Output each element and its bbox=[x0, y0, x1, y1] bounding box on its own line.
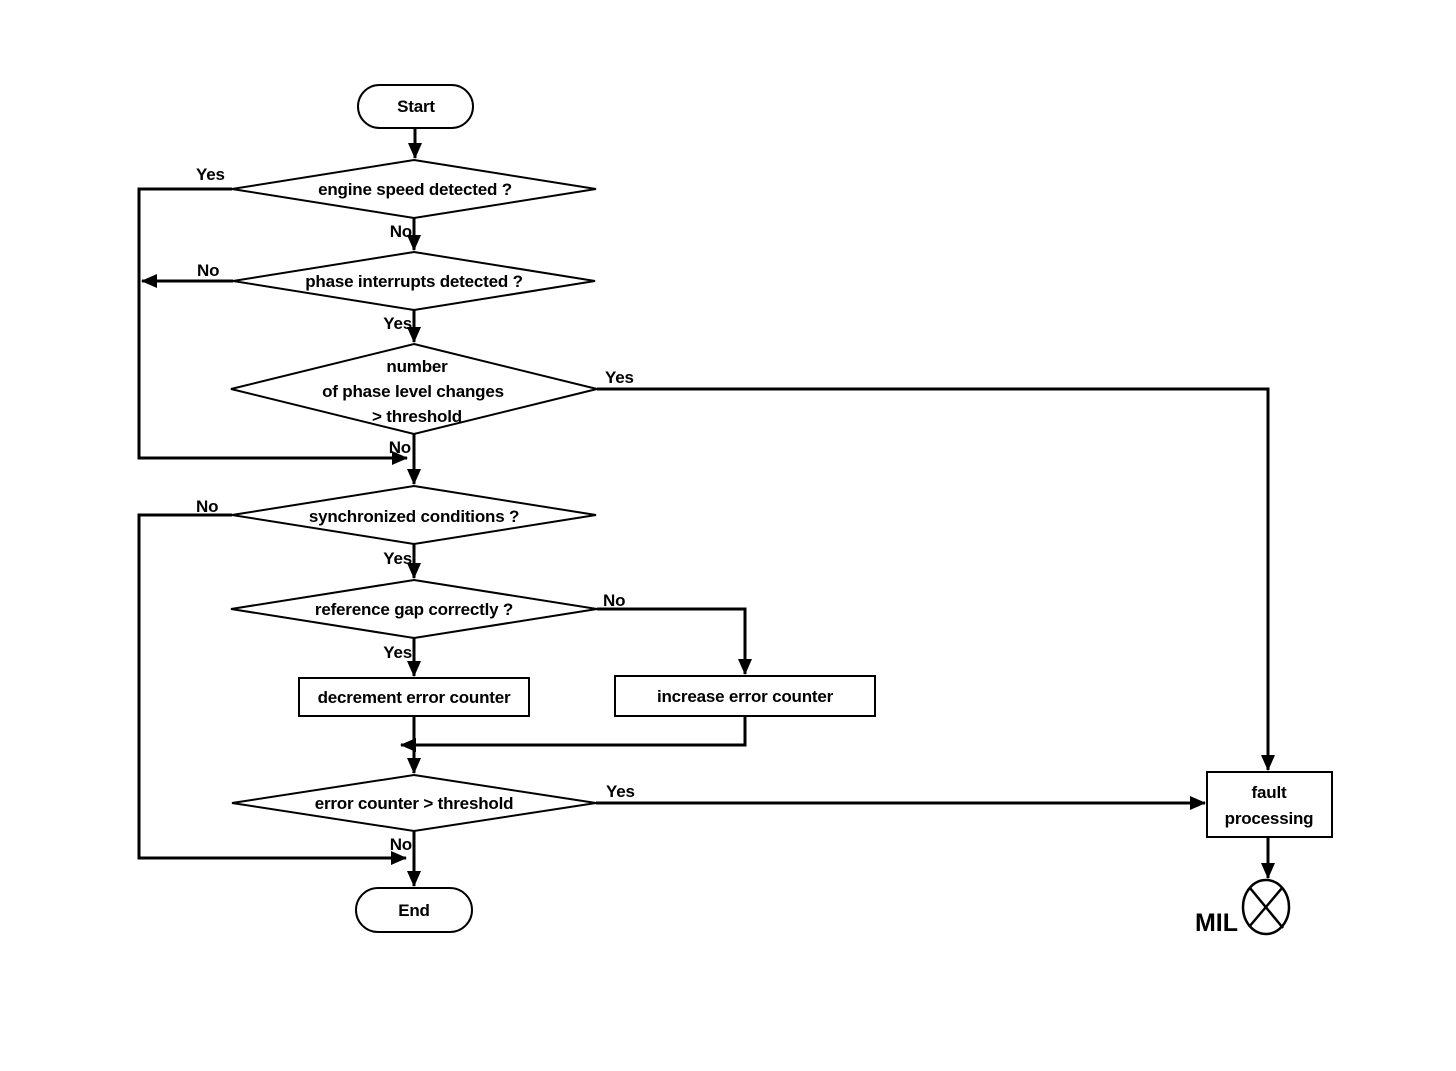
label-error-counter-no: No bbox=[390, 835, 412, 854]
edge-synchronized-no-loop bbox=[137, 513, 407, 865]
decision-reference-gap bbox=[230, 578, 598, 640]
fault-processing-label-line2: processing bbox=[1225, 809, 1314, 828]
decrement-counter-label: decrement error counter bbox=[318, 688, 511, 707]
label-phase-level-changes-no: No bbox=[389, 438, 411, 457]
edge-phase-level-changes-yes bbox=[597, 387, 1275, 771]
edge-increase-merge bbox=[400, 716, 747, 752]
label-error-counter-yes: Yes bbox=[606, 782, 635, 801]
increase-counter-label: increase error counter bbox=[657, 687, 834, 706]
process-decrement-counter bbox=[298, 677, 530, 717]
start-label: Start bbox=[397, 97, 435, 116]
decision-phase-interrupts bbox=[232, 250, 596, 312]
label-engine-speed-yes: Yes bbox=[196, 165, 225, 184]
phase-interrupts-label: phase interrupts detected ? bbox=[305, 272, 523, 291]
reference-gap-label: reference gap correctly ? bbox=[315, 600, 513, 619]
edge-reference-gap-no bbox=[597, 607, 752, 675]
decision-phase-level-changes bbox=[230, 342, 598, 436]
label-phase-interrupts-yes: Yes bbox=[383, 314, 412, 333]
start-terminator bbox=[357, 84, 474, 129]
end-label: End bbox=[398, 901, 430, 920]
process-increase-counter bbox=[614, 675, 876, 717]
process-fault-processing bbox=[1206, 771, 1333, 838]
label-reference-gap-yes: Yes bbox=[383, 643, 412, 662]
label-phase-interrupts-no: No bbox=[197, 261, 219, 280]
label-synchronized-yes: Yes bbox=[383, 549, 412, 568]
edge-engine-speed-yes-loop bbox=[137, 187, 408, 465]
phase-level-changes-label-line2: of phase level changes bbox=[322, 382, 504, 401]
engine-speed-label: engine speed detected ? bbox=[318, 180, 512, 199]
synchronized-label: synchronized conditions ? bbox=[309, 507, 519, 526]
error-counter-label: error counter > threshold bbox=[315, 794, 514, 813]
label-synchronized-no: No bbox=[196, 497, 218, 516]
mil-lamp-icon bbox=[1241, 878, 1291, 936]
label-reference-gap-no: No bbox=[603, 591, 625, 610]
fault-processing-label-line1: fault bbox=[1252, 783, 1287, 802]
label-phase-level-changes-yes: Yes bbox=[605, 368, 634, 387]
phase-level-changes-label-line1: number bbox=[386, 357, 448, 376]
label-engine-speed-no: No bbox=[390, 222, 412, 241]
decision-error-counter bbox=[231, 773, 597, 833]
decision-engine-speed bbox=[231, 158, 597, 220]
mil-label: MIL bbox=[1195, 909, 1238, 937]
decision-synchronized bbox=[231, 484, 597, 546]
end-terminator bbox=[355, 887, 473, 933]
phase-level-changes-label-line3: > threshold bbox=[372, 407, 462, 426]
